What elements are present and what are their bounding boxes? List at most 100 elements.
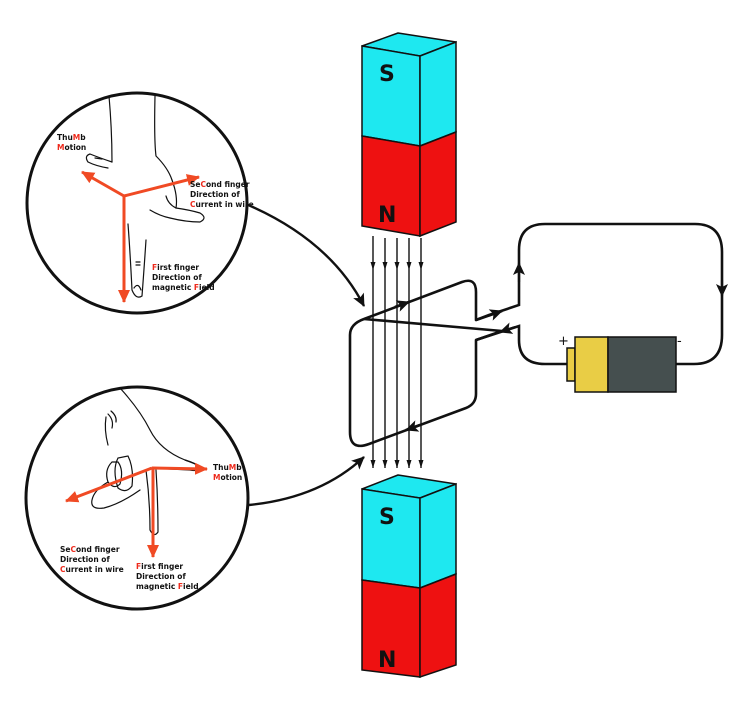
highlight-letter: F	[194, 283, 199, 292]
highlight-letter: M	[229, 463, 236, 472]
top-magnet: S N	[361, 32, 457, 238]
label-text: Direction of	[152, 273, 202, 282]
field-line-arrowhead	[406, 262, 412, 270]
label-line: Direction of	[190, 190, 240, 199]
label-text: ield	[199, 283, 215, 292]
hand-circle-top	[25, 91, 249, 315]
label-text: ond finger	[76, 545, 120, 554]
label-text: ond finger	[206, 180, 250, 189]
hand-drawing-top	[85, 95, 205, 298]
label-line: ThuMb	[57, 133, 86, 142]
label-line: Motion	[57, 143, 86, 152]
top-magnet-south-label: S	[379, 62, 395, 87]
label-text: magnetic	[152, 283, 194, 292]
second-finger-vector-bottom	[65, 466, 153, 503]
circuit-arrow-lead-out	[487, 309, 503, 321]
label-text: Thu	[213, 463, 229, 472]
field-line-arrowhead	[382, 262, 388, 270]
wire-loop-outline	[348, 279, 504, 448]
second-finger-vector-top	[123, 174, 200, 198]
highlight-letter: C	[71, 545, 77, 554]
label-text: Direction of	[190, 190, 240, 199]
label-line: First finger	[136, 562, 183, 571]
label-text: Direction of	[60, 555, 110, 564]
battery-negative-half	[607, 336, 677, 393]
hand-drawing-bottom	[91, 387, 201, 536]
bottom-magnet-north-side	[419, 572, 457, 679]
label-text: Se	[190, 180, 201, 189]
label-line: Direction of	[136, 572, 186, 581]
bottom-magnet-south-front	[361, 488, 421, 589]
label-line: Direction of	[60, 555, 110, 564]
label-text: otion	[220, 473, 242, 482]
external-circuit	[475, 222, 724, 366]
hand-circle-bottom	[24, 385, 250, 611]
thumb-vector-top	[81, 170, 125, 198]
bottom-magnet-south-side	[419, 482, 457, 590]
field-line-arrowhead	[394, 262, 400, 270]
thumb-vector-bottom	[151, 462, 208, 475]
loop-current-arrow-bottom	[405, 420, 421, 432]
highlight-letter: F	[152, 263, 157, 272]
label-text: urrent in wire	[66, 565, 124, 574]
label-text: magnetic	[136, 582, 178, 591]
field-line-arrowhead	[394, 460, 400, 468]
top-magnet-north-label: N	[378, 203, 396, 228]
top-magnet-south-side	[419, 40, 457, 148]
top-magnet-south-front	[361, 45, 421, 147]
label-text: b	[236, 463, 242, 472]
label-text: urrent in wire	[196, 200, 254, 209]
top-magnet-north-side	[419, 130, 457, 238]
field-line-arrowhead	[406, 460, 412, 468]
highlight-letter: C	[60, 565, 66, 574]
label-text: ield	[183, 582, 199, 591]
highlight-letter: C	[201, 180, 207, 189]
label-line: SeCond finger	[190, 180, 250, 189]
circuit-arrow-lead-in	[499, 322, 516, 334]
label-text: otion	[64, 143, 86, 152]
bottom-magnet: S N	[361, 474, 457, 679]
label-line: Current in wire	[190, 200, 254, 209]
field-line-arrowhead	[418, 460, 424, 468]
bottom-magnet-south-label: S	[379, 505, 395, 530]
wire-loop	[348, 279, 504, 448]
label-line: magnetic Field	[136, 582, 199, 591]
label-line: Direction of	[152, 273, 202, 282]
field-line-arrowhead	[382, 460, 388, 468]
field-line-arrowhead	[370, 460, 376, 468]
highlight-letter: C	[190, 200, 196, 209]
battery: + -	[558, 334, 682, 393]
battery-positive-half	[574, 336, 609, 393]
callout-arrow-top	[245, 202, 366, 307]
label-line: magnetic Field	[152, 283, 215, 292]
label-text: b	[80, 133, 86, 142]
label-line: Current in wire	[60, 565, 124, 574]
highlight-letter: F	[136, 562, 141, 571]
highlight-letter: M	[213, 473, 220, 482]
label-text: Direction of	[136, 572, 186, 581]
label-text: irst finger	[141, 562, 183, 571]
circuit-lead-in	[475, 324, 567, 366]
label-text: Thu	[57, 133, 73, 142]
label-line: ThuMb	[213, 463, 242, 472]
magnetic-field-lines	[370, 236, 424, 468]
battery-negative-label: -	[677, 334, 682, 349]
highlight-letter: M	[57, 143, 64, 152]
battery-positive-label: +	[558, 334, 569, 349]
label-line: First finger	[152, 263, 199, 272]
bottom-magnet-north-label: N	[378, 648, 396, 673]
label-text: Se	[60, 545, 71, 554]
label-text: irst finger	[157, 263, 199, 272]
field-line-arrowhead	[418, 262, 424, 270]
label-line: SeCond finger	[60, 545, 120, 554]
circuit-lead-out	[475, 222, 724, 366]
